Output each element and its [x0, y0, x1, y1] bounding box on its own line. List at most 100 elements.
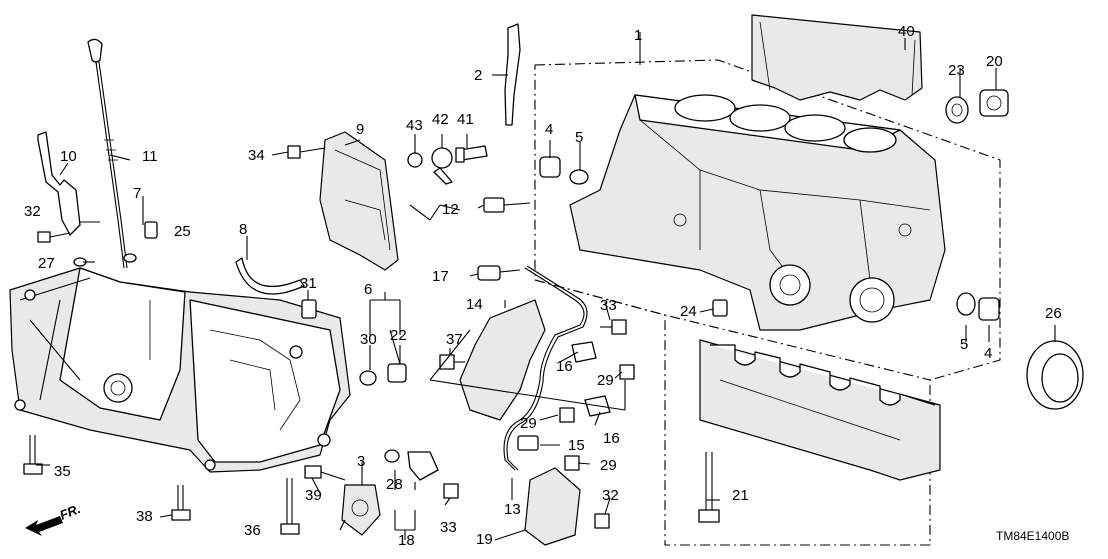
lower-block-bearing-cap [699, 339, 941, 481]
callout-8: 8 [239, 221, 247, 238]
callout-2: 2 [474, 67, 482, 84]
dowel-24 [712, 299, 728, 317]
plug-4-lower [978, 297, 1000, 321]
block-inner-divider [534, 279, 931, 381]
callout-36: 36 [244, 522, 261, 539]
bolt-37 [439, 354, 465, 370]
callout-16-lower: 16 [603, 430, 620, 447]
callout-10: 10 [60, 148, 77, 165]
callout-32-upper: 32 [24, 203, 41, 220]
callout-33-upper: 33 [600, 297, 617, 314]
oil-pan [9, 267, 351, 473]
front-direction-label: FR. [58, 501, 83, 523]
callout-30: 30 [360, 331, 377, 348]
callout-7: 7 [133, 185, 141, 202]
leader-lines [36, 32, 1056, 541]
bolt-34 [287, 145, 326, 159]
washer-30 [359, 370, 377, 386]
knock-sensor-42 [431, 147, 453, 185]
bolt-41 [455, 145, 488, 163]
front-direction-arrow [25, 516, 63, 536]
oil-level-gauge-2 [504, 23, 521, 126]
dowel-31 [301, 299, 317, 319]
callout-15: 15 [568, 437, 585, 454]
callout-13: 13 [504, 501, 521, 518]
callout-25: 25 [174, 223, 191, 240]
callout-5-upper: 5 [575, 129, 583, 146]
bolt-21 [698, 452, 720, 523]
callout-23: 23 [948, 62, 965, 79]
callout-22: 22 [390, 327, 407, 344]
sensor-15 [517, 435, 539, 451]
callout-14: 14 [466, 296, 483, 313]
washer-5-lower [956, 292, 976, 316]
callout-20: 20 [986, 53, 1003, 70]
callout-29-b: 29 [520, 415, 537, 432]
plug-4-upper [539, 156, 561, 178]
callout-4-lower: 4 [984, 345, 992, 362]
dowel-pin-25 [144, 221, 158, 239]
diagram-code: TM84E1400B [996, 529, 1069, 543]
callout-6: 6 [364, 281, 372, 298]
callout-37: 37 [446, 331, 463, 348]
bolt-29-a [619, 364, 635, 380]
sensor-12 [483, 197, 531, 213]
oil-pressure-switch-17 [477, 265, 521, 281]
callout-18: 18 [398, 532, 415, 549]
o-ring-28 [384, 449, 400, 463]
bolt-39 [304, 465, 346, 481]
callout-29-c: 29 [600, 457, 617, 474]
callout-3: 3 [357, 453, 365, 470]
bolt-33-lower [443, 483, 459, 499]
callout-21: 21 [732, 487, 749, 504]
callout-38: 38 [136, 508, 153, 525]
bolt-29-b [559, 407, 575, 423]
dipstick-tube [37, 131, 100, 236]
callout-16-upper: 16 [556, 358, 573, 375]
heat-shield-14 [459, 299, 546, 421]
callout-29-a: 29 [597, 372, 614, 389]
callout-34: 34 [248, 147, 265, 164]
callout-12: 12 [442, 201, 459, 218]
bolt-29-c [564, 455, 580, 471]
sensor-harness-13 [503, 267, 585, 471]
washer-23 [945, 96, 969, 124]
oil-dipstick [87, 38, 128, 269]
callout-43: 43 [406, 117, 423, 134]
callout-labels: 1 2 3 4 4 5 5 6 7 8 9 10 11 12 13 14 15 … [24, 23, 1062, 549]
callout-17: 17 [432, 268, 449, 285]
callout-24: 24 [680, 303, 697, 320]
oil-seal-8 [235, 257, 305, 295]
bracket-16-upper [571, 341, 597, 363]
sensor-harness-13-outline [506, 265, 588, 471]
callout-28: 28 [386, 476, 403, 493]
cover-3 [341, 484, 381, 536]
callout-27: 27 [38, 255, 55, 272]
plug-20 [979, 89, 1009, 117]
callout-19: 19 [476, 531, 493, 548]
callout-31: 31 [300, 275, 317, 292]
callout-40: 40 [898, 23, 915, 40]
callout-26: 26 [1045, 305, 1062, 322]
chain-case-cover [319, 131, 399, 271]
callout-9: 9 [356, 121, 364, 138]
water-jacket-spacer-40 [751, 14, 923, 101]
callout-1: 1 [634, 27, 642, 44]
bolt-38 [171, 485, 191, 521]
cylinder-block [569, 94, 946, 331]
bolt-36 [280, 478, 300, 535]
callout-4-upper: 4 [545, 121, 553, 138]
oil-seal-26 [1026, 340, 1084, 410]
callout-41: 41 [457, 111, 474, 128]
o-ring-7 [123, 253, 137, 263]
bolt-33-upper [600, 319, 627, 335]
callout-35: 35 [54, 463, 71, 480]
callout-5-lower: 5 [960, 336, 968, 353]
bolt-35 [23, 435, 43, 475]
solenoid-28 [407, 451, 439, 481]
washer-5-upper [569, 169, 589, 185]
callout-32-lower: 32 [602, 487, 619, 504]
callout-11: 11 [142, 148, 158, 165]
